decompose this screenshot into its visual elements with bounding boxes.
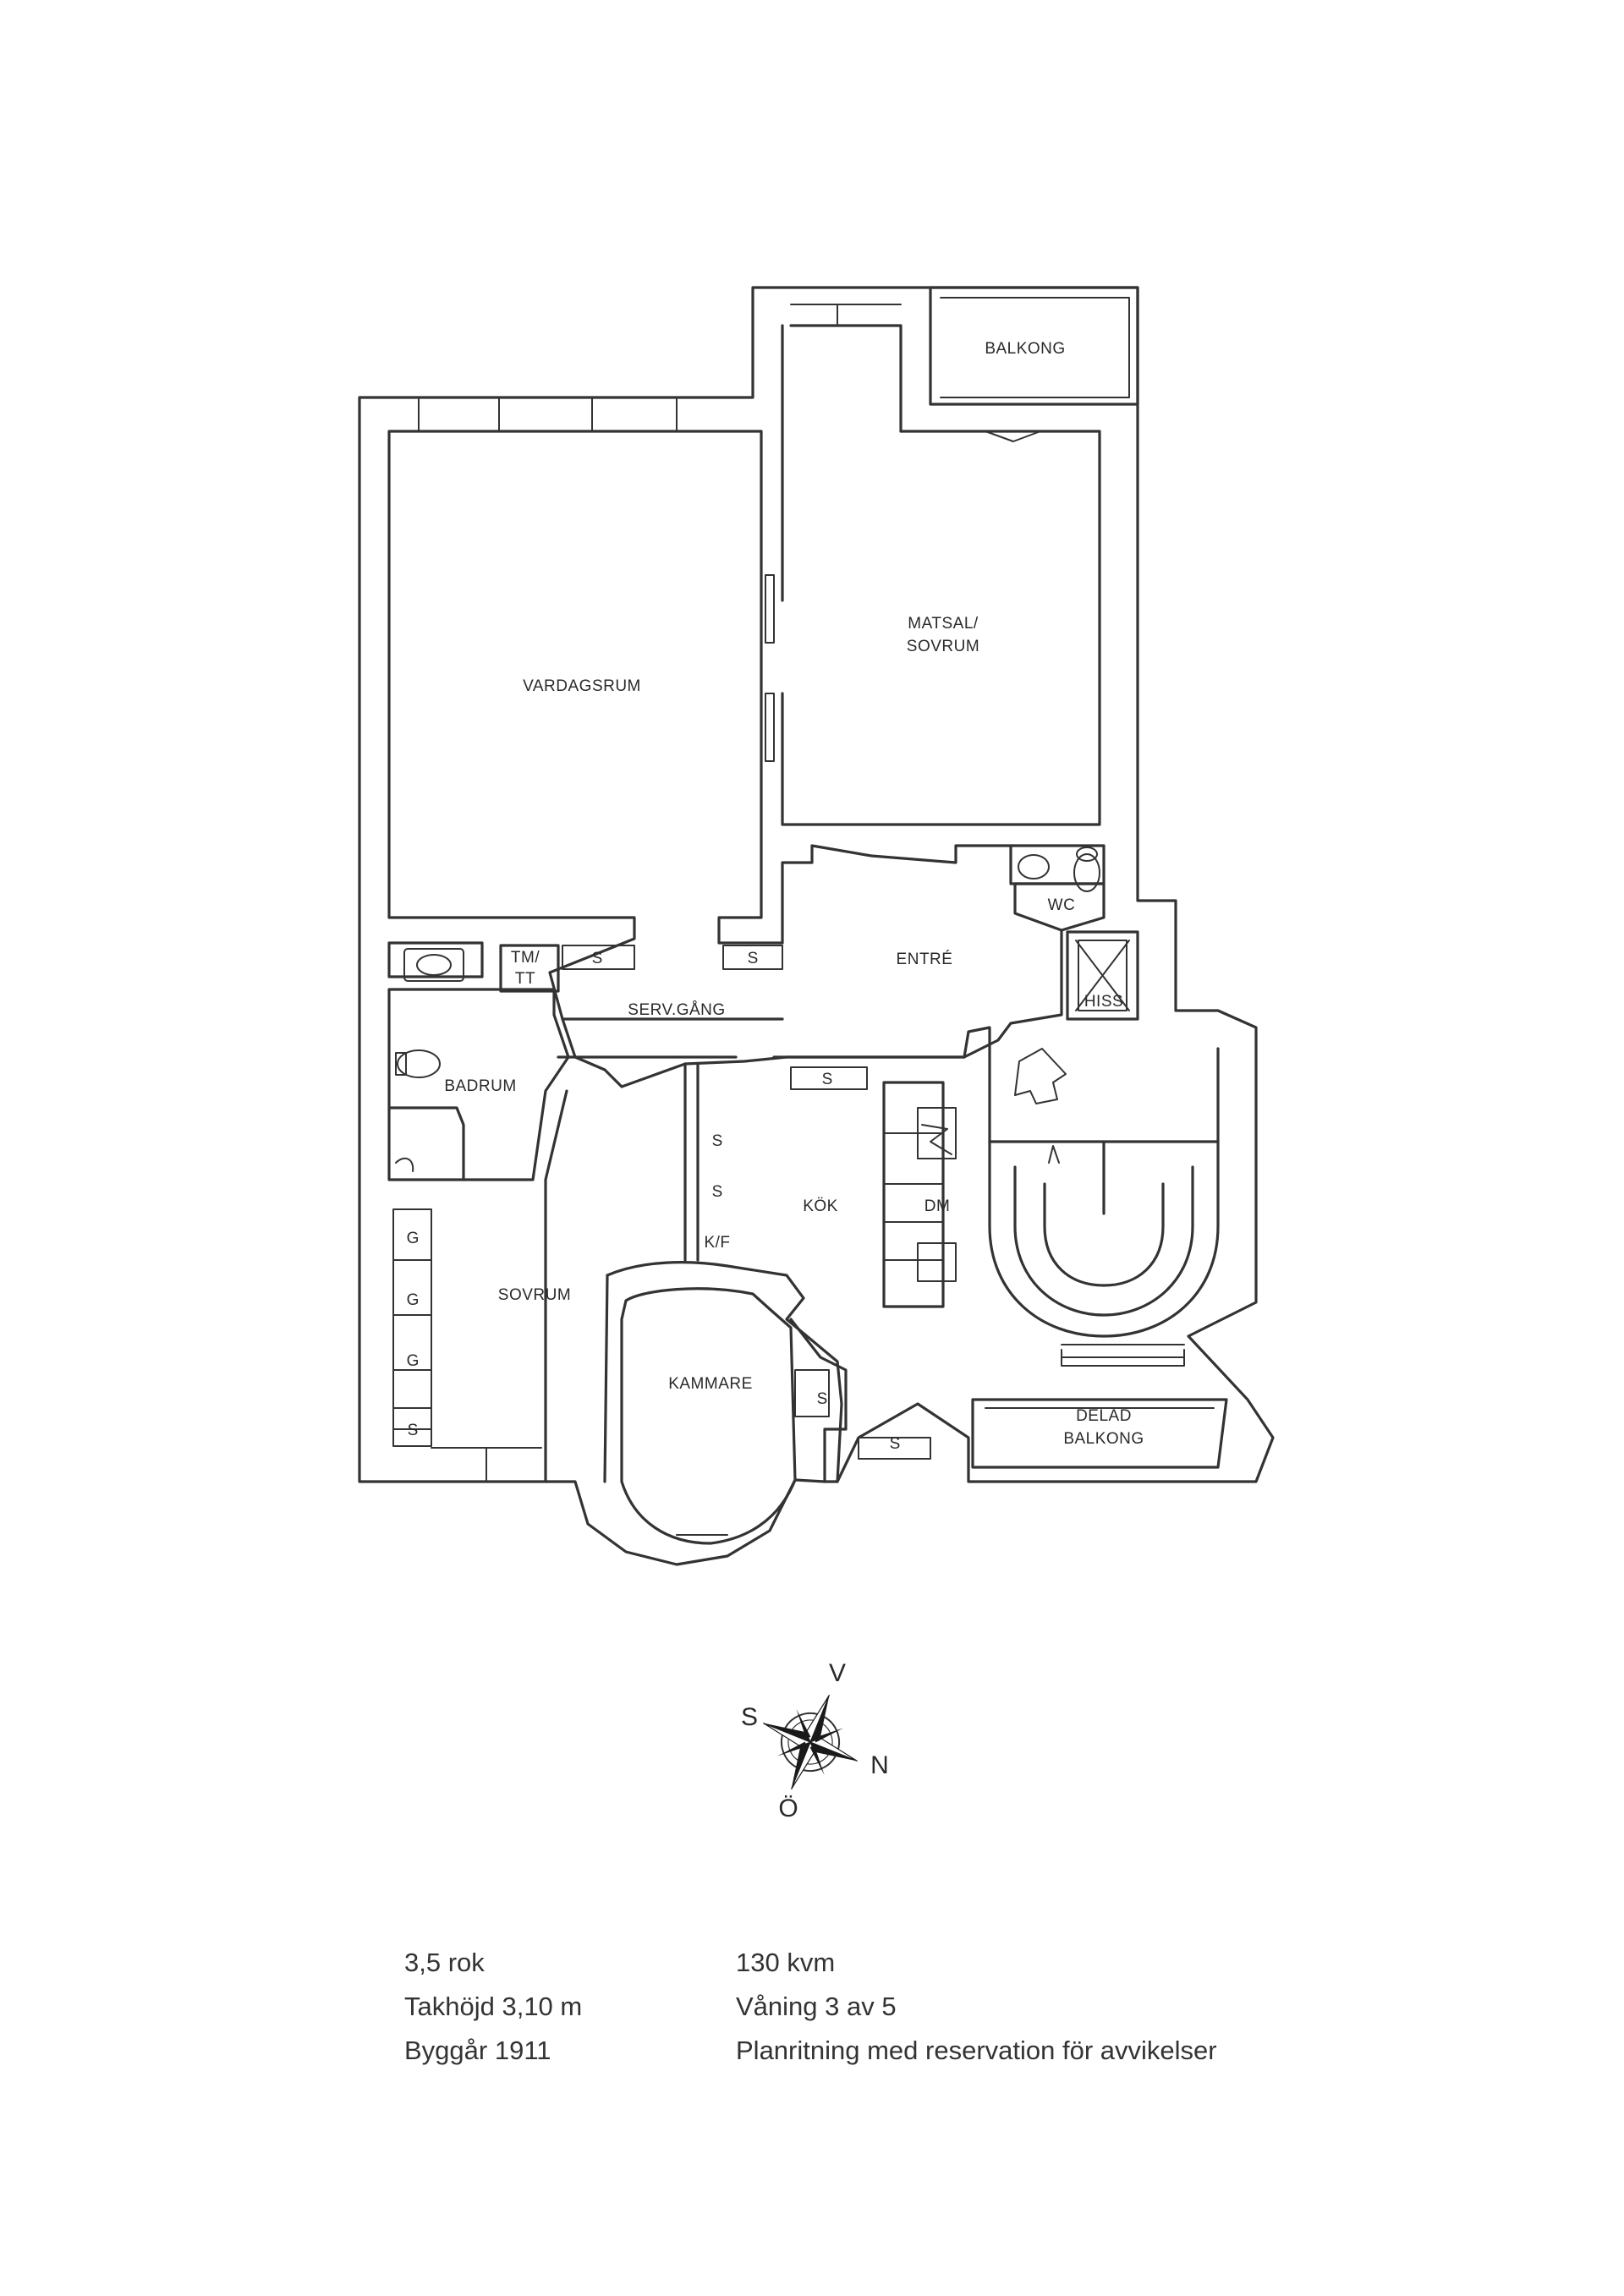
cabinet-s-4: S	[712, 1132, 723, 1150]
badrum-sink	[403, 948, 464, 982]
compass-south: S	[741, 1703, 758, 1731]
door-marks	[765, 574, 1067, 1164]
label-kammare: KAMMARE	[668, 1375, 753, 1393]
label-wc: WC	[1048, 896, 1076, 914]
fixtures	[395, 847, 1100, 1172]
stair-arrow-icon	[1048, 1145, 1060, 1164]
cabinet-s-2: S	[748, 950, 759, 967]
label-tm-1: TM/	[511, 949, 540, 967]
label-kok: KÖK	[803, 1197, 838, 1215]
cabinet-boxes	[392, 945, 957, 1460]
compass-west: V	[829, 1659, 846, 1687]
wc-toilet	[1073, 853, 1100, 892]
cabinet-g-2: G	[407, 1291, 420, 1309]
label-hiss: HISS	[1084, 993, 1123, 1011]
label-tm-2: TT	[515, 970, 535, 988]
info-byggar: Byggår 1911	[404, 2036, 551, 2065]
label-matsal-1: MATSAL/	[908, 615, 979, 633]
compass-north: N	[870, 1751, 889, 1779]
label-kf: K/F	[704, 1234, 730, 1252]
room-labels: BALKONG MATSAL/ SOVRUM VARDAGSRUM WC ENT…	[444, 340, 1144, 1448]
label-entre: ENTRÉ	[897, 951, 953, 968]
info-kvm: 130 kvm	[736, 1948, 836, 1977]
interior-walls	[387, 844, 1228, 1545]
entrance-arrow-icon	[1014, 1048, 1067, 1104]
balkong-structure	[781, 286, 1139, 826]
compass-east: Ö	[778, 1795, 798, 1822]
outer-walls	[358, 286, 1275, 1566]
label-badrum: BADRUM	[444, 1077, 516, 1095]
info-vaning: Våning 3 av 5	[736, 1992, 897, 2021]
cabinet-s-8: S	[890, 1435, 901, 1453]
badrum-toilet	[397, 1049, 441, 1078]
cabinet-s-5: S	[712, 1183, 723, 1201]
wc-sink	[1018, 854, 1050, 879]
info-rok: 3,5 rok	[404, 1948, 485, 1977]
label-delad-1: DELAD	[1076, 1407, 1132, 1425]
shower-fixture	[395, 1157, 414, 1172]
label-matsal-2: SOVRUM	[907, 638, 979, 655]
compass-rose	[763, 1695, 858, 1789]
cabinet-s-6: S	[408, 1422, 419, 1439]
cabinet-s-7: S	[817, 1390, 828, 1408]
info-reservation: Planritning med reservation för avvikels…	[736, 2036, 1217, 2065]
cabinet-g-3: G	[407, 1352, 420, 1370]
cabinet-s-3: S	[822, 1071, 833, 1088]
label-dm: DM	[924, 1197, 951, 1215]
window-marks	[418, 304, 1185, 1536]
cabinet-g-1: G	[407, 1230, 420, 1247]
cabinet-labels: S S S S S G G G S S S	[407, 950, 901, 1453]
label-balkong: BALKONG	[985, 340, 1065, 358]
label-vardagsrum: VARDAGSRUM	[523, 677, 641, 695]
label-servgang: SERV.GÅNG	[628, 1001, 725, 1019]
label-sovrum: SOVRUM	[498, 1286, 571, 1304]
label-delad-2: BALKONG	[1063, 1430, 1144, 1448]
cabinet-s-1: S	[592, 950, 603, 967]
info-takhojd: Takhöjd 3,10 m	[404, 1992, 583, 2021]
